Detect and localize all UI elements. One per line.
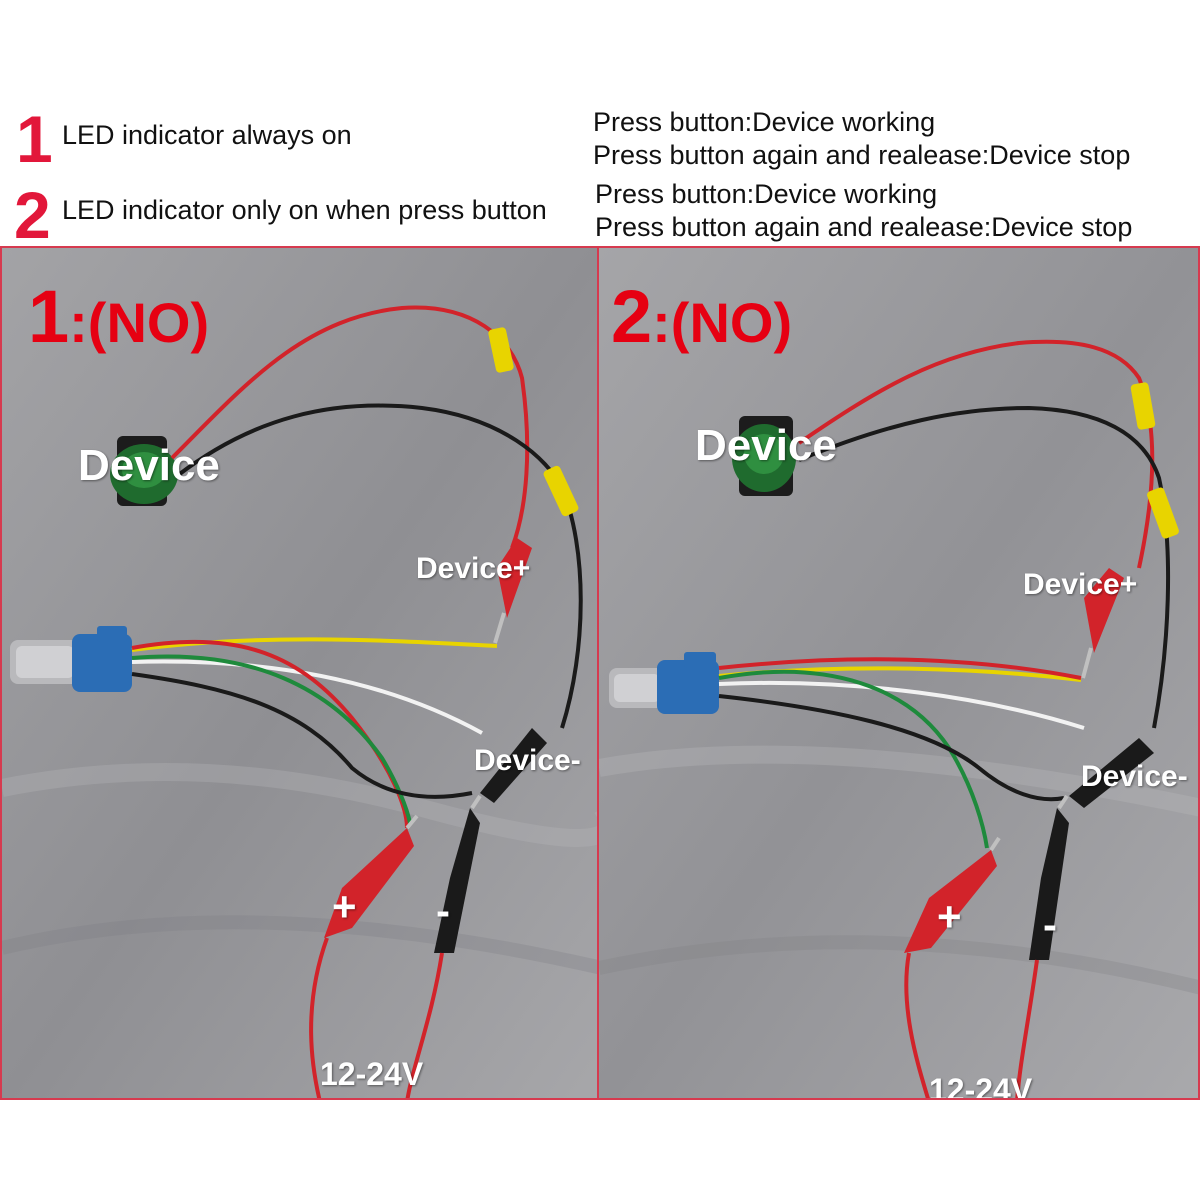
push-button-switch-2: [609, 652, 719, 714]
device-minus-label-2: Device-: [1081, 760, 1188, 793]
mode-label-1: 1:(NO): [28, 275, 210, 358]
minus-label-1: -: [436, 887, 450, 934]
device-label-1: Device: [78, 441, 220, 490]
plus-label-1: +: [332, 883, 357, 930]
wiring-photo-2: [599, 248, 1198, 1098]
legend-behavior-1-b: Press button again and realease:Device s…: [593, 140, 1131, 170]
plus-label-2: +: [937, 893, 962, 940]
device-plus-label-2: Device+: [1023, 568, 1138, 601]
legend-text-2: LED indicator only on when press button: [62, 195, 547, 225]
legend-number-1: 1: [16, 102, 53, 176]
wiring-photo-1: [2, 248, 598, 1098]
device-minus-label-1: Device-: [474, 744, 581, 777]
wiring-panel-1: 1:(NO) Device Device+ Device- + - 12-24V: [0, 246, 600, 1100]
legend-text-1: LED indicator always on: [62, 120, 352, 150]
legend-behavior-1-a: Press button:Device working: [593, 107, 936, 137]
device-lamp-1: [110, 436, 178, 506]
legend-number-2: 2: [14, 178, 51, 252]
wiring-panel-2: 2:(NO) Device Device+ Device- + - 12-24V: [597, 246, 1200, 1100]
voltage-label-1: 12-24V: [320, 1056, 424, 1092]
minus-label-2: -: [1043, 901, 1057, 948]
legend-behavior-2-b: Press button again and realease:Device s…: [595, 212, 1133, 242]
voltage-label-2: 12-24V: [929, 1072, 1033, 1100]
device-plus-label-1: Device+: [416, 552, 531, 585]
device-lamp-2: [732, 416, 796, 496]
device-label-2: Device: [695, 421, 837, 470]
legend-behavior-2-a: Press button:Device working: [595, 179, 938, 209]
mode-label-2: 2:(NO): [611, 275, 793, 358]
push-button-switch-1: [10, 626, 132, 692]
